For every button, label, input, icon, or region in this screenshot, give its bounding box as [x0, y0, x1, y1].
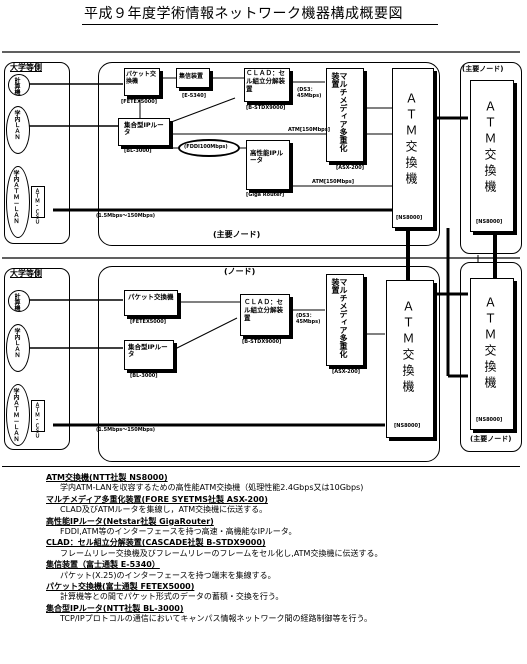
- campus-atm-node-lower: [6, 384, 30, 446]
- legend-description: パケット(X.25)のインターフェースを持つ端末を集線する。: [60, 570, 276, 580]
- router-lower: [124, 340, 174, 370]
- campus-label-lower: 大学等側: [10, 269, 42, 278]
- mux-lower: [326, 274, 364, 366]
- legend-heading: パケット交換機(富士通製 FETEX5000): [46, 581, 195, 591]
- atm-switch-upper: [392, 68, 434, 228]
- ds3-label-upper: (DS3：45Mbps): [297, 87, 322, 99]
- atm-csu-label-upper: ＡＴＭ-ＣＳＵ: [34, 188, 40, 224]
- computer-node-lower: [8, 290, 30, 312]
- atm-switch-model-right-2: [NS8000]: [476, 417, 503, 423]
- mux-model-upper: [ASX-200]: [336, 165, 365, 171]
- clad-label-upper: ＣＬＡＤ：セル組立分解装置: [246, 69, 285, 93]
- campus-atm-label-lower: 学内ＡＴＭ－ＬＡＮ: [12, 388, 19, 442]
- packet-switch-upper: [124, 68, 160, 96]
- speed-label-upper: (1.5Mbps～150Mbps): [96, 213, 156, 219]
- router-label-upper: 集合型IPルータ: [124, 121, 164, 137]
- right-node-label-2: (主要ノード): [470, 435, 512, 443]
- concentrator-model: [E-5340]: [182, 93, 206, 99]
- campus-lan-label-lower: 学内ＬＡＮ: [13, 328, 20, 358]
- packet-model-upper: [FETEX5000]: [121, 99, 157, 105]
- node-label-lower: (ノード): [224, 267, 256, 276]
- page-title: 平成９年度学術情報ネットワーク機器構成概要図: [84, 6, 403, 22]
- legend-description: TCP/IPプロトコルの通信においてキャンパス情報ネットワーク間の経路制御等を行…: [60, 614, 372, 624]
- clad-label-lower: ＣＬＡＤ：セル組立分解装置: [244, 298, 283, 323]
- giga-router: [246, 140, 290, 190]
- computer-node-upper: [8, 74, 30, 96]
- atm-switch-model-right-1: [NS8000]: [476, 219, 503, 225]
- campus-atm-label-upper: 学内ＡＴＭ－ＬＡＮ: [12, 170, 19, 224]
- concentrator-label: 集信装置: [179, 73, 204, 80]
- router-label-lower: 集合型IPルータ: [128, 343, 168, 359]
- atm-switch-right-2: [470, 278, 514, 430]
- campus-atm-node-upper: [6, 166, 30, 238]
- atm-switch-lower: [386, 280, 434, 438]
- legend-heading: CLAD：セル組立分解装置(CASCADE社製 B-STDX9000): [46, 538, 266, 548]
- router-model-upper: [BL-3000]: [124, 148, 152, 154]
- mux-label-upper: マルチメディア多重化装置: [331, 72, 348, 152]
- clad-model-upper: [B-STDX9000]: [246, 105, 286, 111]
- router-model-lower: [BL-3000]: [130, 373, 158, 379]
- clad-lower: [240, 294, 290, 336]
- atm-csu-lower: [31, 400, 45, 432]
- atm-switch-model-upper: [NS8000]: [396, 215, 423, 221]
- legend-description: 学内ATM-LANを収容するための高性能ATM交換機（処理性能2.4Gbps又は…: [60, 483, 364, 493]
- campus-lan-label-upper: 学内ＬＡＮ: [13, 110, 20, 140]
- legend-heading: マルチメディア多重化装置(FORE SYETMS社製 ASX-200): [46, 494, 268, 504]
- atm-switch-label-right-1: ＡＴＭ交換機: [483, 100, 497, 196]
- atm-csu-upper: [31, 186, 45, 218]
- lower-bottom-line: [2, 466, 520, 467]
- speed-label-lower: (1.5Mbps～150Mbps): [96, 427, 156, 433]
- atm-switch-model-lower: [NS8000]: [394, 423, 421, 429]
- mux-model-lower: [ASX-200]: [332, 369, 361, 375]
- right-node-panel-1: [460, 62, 522, 254]
- packet-label-lower: パケット交換機: [128, 293, 174, 301]
- campus-label-upper: 大学等側: [10, 63, 42, 72]
- right-node-panel-2: [460, 262, 522, 452]
- legend-description: CLAD及びATMルータを集線し，ATM交換機に伝送する。: [60, 505, 268, 515]
- clad-model-lower: [B-STDX9000]: [242, 339, 282, 345]
- giga-router-model: [Giga Router]: [246, 192, 285, 198]
- atm-csu-label-lower: ＡＴＭ-ＣＳＵ: [34, 402, 40, 438]
- atm150-label-b: ATM[150Mbps]: [312, 179, 354, 185]
- atm-switch-right-1: [470, 80, 514, 232]
- ds3-label-lower: (DS3：45Mbps): [296, 313, 321, 325]
- computer-label-upper: 計算機: [13, 77, 20, 95]
- legend-description: FDDI,ATM等のインターフェースを持つ高速・高機能なIPルータ。: [60, 526, 297, 536]
- legend: ATM交換機(NTT社製 NS8000)学内ATM-LANを収容するための高性能…: [46, 473, 383, 624]
- legend-heading: ATM交換機(NTT社製 NS8000): [46, 473, 168, 482]
- main-node-panel: [98, 62, 440, 246]
- main-node-label: (主要ノード): [213, 230, 261, 239]
- concentrator: [176, 68, 210, 88]
- title-underline: [82, 24, 438, 25]
- campus-lan-node-lower: [6, 324, 30, 372]
- router-upper: [118, 118, 170, 146]
- atm-switch-label-right-2: ＡＴＭ交換機: [483, 296, 497, 392]
- campus-lan-node-upper: [6, 106, 30, 154]
- packet-switch-lower: [124, 290, 178, 316]
- computer-label-lower: 計算機: [13, 293, 20, 311]
- legend-description: 計算機等との間でパケット形式のデータの蓄積・交換を行う。: [60, 592, 284, 602]
- node-panel-lower: [98, 266, 440, 462]
- legend-heading: 集信装置（富士通製 E-5340）: [46, 560, 160, 570]
- legend-description: フレームリレー交換機及びフレームリレーのフレームをセル化し,ATM交換機に伝送す…: [60, 548, 383, 558]
- legend-heading: 集合型IPルータ(NTT社製 BL-3000): [46, 603, 184, 613]
- clad-upper: [244, 68, 290, 102]
- packet-model-lower: [FETEX5000]: [130, 319, 166, 325]
- mux-label-lower: マルチメディア多重化装置: [331, 278, 348, 358]
- campus-panel-lower: [4, 268, 70, 450]
- atm150-label-a: ATM[150Mbps]: [288, 127, 330, 133]
- campus-panel-upper: [4, 62, 70, 244]
- atm-switch-label-lower: ＡＴＭ交換機: [401, 300, 415, 396]
- fddi-label: (FDDI100Mbps): [184, 144, 228, 150]
- giga-router-label: 高性能IPルータ: [250, 149, 284, 165]
- mux-upper: [326, 68, 364, 162]
- legend-heading: 高性能IPルータ(Netstar社製 GigaRouter): [46, 516, 214, 526]
- packet-label-upper: パケット交換機: [126, 71, 157, 85]
- right-node-label-1: (主要ノード): [462, 65, 504, 73]
- fddi-ring: [178, 139, 240, 157]
- atm-switch-label-upper: ＡＴＭ交換機: [404, 92, 418, 188]
